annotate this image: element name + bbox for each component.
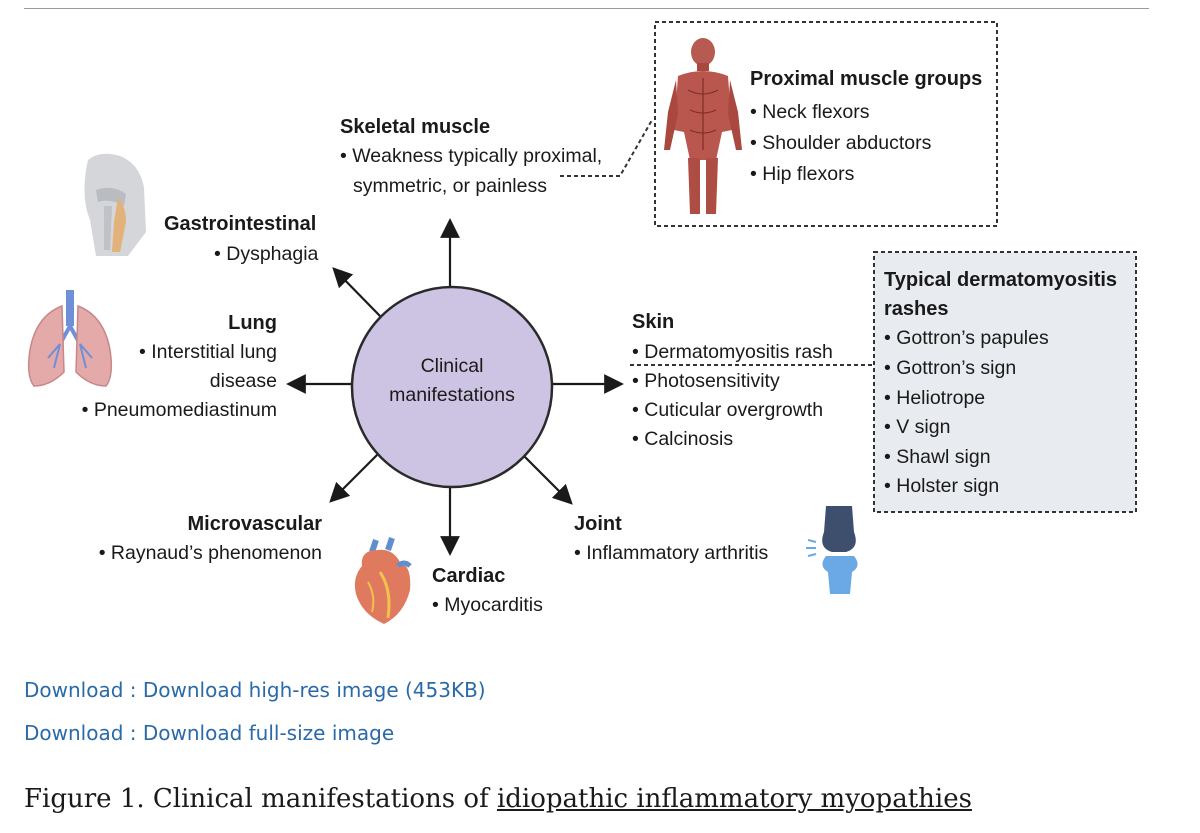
arrow-down-left bbox=[329, 451, 381, 503]
arrow-up-left bbox=[332, 267, 381, 317]
rash-box bbox=[873, 251, 1137, 513]
lung-line2: disease bbox=[210, 370, 277, 392]
rash-item: • Gottron’s papules bbox=[884, 327, 1049, 349]
skeletal-line1: • Weakness typically proximal, bbox=[340, 145, 602, 167]
proximal-heading: Proximal muscle groups bbox=[750, 68, 982, 90]
download-fullsize-link[interactable]: Download : Download full-size image bbox=[24, 721, 395, 745]
center-label-line1: Clinical bbox=[421, 355, 484, 377]
gastro-item: • Dysphagia bbox=[214, 243, 319, 265]
skeletal-heading: Skeletal muscle bbox=[340, 116, 490, 138]
rash-item: • V sign bbox=[884, 416, 950, 438]
rash-heading-line2: rashes bbox=[884, 298, 949, 320]
skeletal-connector bbox=[560, 119, 653, 177]
download-highres-link[interactable]: Download : Download high-res image (453K… bbox=[24, 678, 486, 702]
skin-item: • Dermatomyositis rash bbox=[632, 341, 833, 363]
caption-topic-link[interactable]: idiopathic inflammatory myopathies bbox=[496, 784, 972, 814]
proximal-item: • Shoulder abductors bbox=[750, 132, 932, 154]
caption-prefix: Figure 1. Clinical manifestations of bbox=[24, 784, 497, 814]
lung-line3: • Pneumomediastinum bbox=[82, 399, 277, 421]
lung-line1: • Interstitial lung bbox=[139, 341, 277, 363]
lungs-icon bbox=[27, 290, 113, 387]
heart-icon bbox=[354, 537, 412, 624]
center-circle bbox=[350, 285, 554, 489]
gastro-heading: Gastrointestinal bbox=[164, 213, 316, 235]
rash-heading-line1: Typical dermatomyositis bbox=[884, 269, 1117, 291]
rash-item: • Gottron’s sign bbox=[884, 357, 1016, 379]
clinical-manifestations-figure: Clinical manifestations bbox=[27, 21, 1137, 624]
arrow-down-right bbox=[521, 453, 573, 505]
cardiac-heading: Cardiac bbox=[432, 565, 505, 587]
microvascular-item: • Raynaud’s phenomenon bbox=[99, 542, 322, 564]
proximal-item: • Hip flexors bbox=[750, 163, 855, 185]
knee-joint-icon bbox=[806, 506, 858, 594]
joint-item: • Inflammatory arthritis bbox=[574, 542, 769, 564]
center-label-line2: manifestations bbox=[389, 384, 515, 406]
skeletal-line2: symmetric, or painless bbox=[353, 175, 547, 197]
joint-heading: Joint bbox=[574, 513, 622, 535]
microvascular-heading: Microvascular bbox=[187, 513, 322, 535]
figure-caption: Figure 1. Clinical manifestations of idi… bbox=[24, 784, 972, 814]
skin-item: • Cuticular overgrowth bbox=[632, 399, 823, 421]
skin-heading: Skin bbox=[632, 311, 674, 333]
rash-item: • Shawl sign bbox=[884, 446, 991, 468]
top-divider bbox=[24, 8, 1149, 9]
rash-item: • Heliotrope bbox=[884, 387, 985, 409]
throat-icon bbox=[84, 153, 146, 256]
proximal-item: • Neck flexors bbox=[750, 101, 870, 123]
skin-item: • Calcinosis bbox=[632, 428, 733, 450]
skin-item: • Photosensitivity bbox=[632, 370, 780, 392]
lung-heading: Lung bbox=[228, 312, 277, 334]
rash-item: • Holster sign bbox=[884, 475, 999, 497]
cardiac-item: • Myocarditis bbox=[432, 594, 543, 616]
muscle-figure-icon bbox=[664, 38, 742, 214]
